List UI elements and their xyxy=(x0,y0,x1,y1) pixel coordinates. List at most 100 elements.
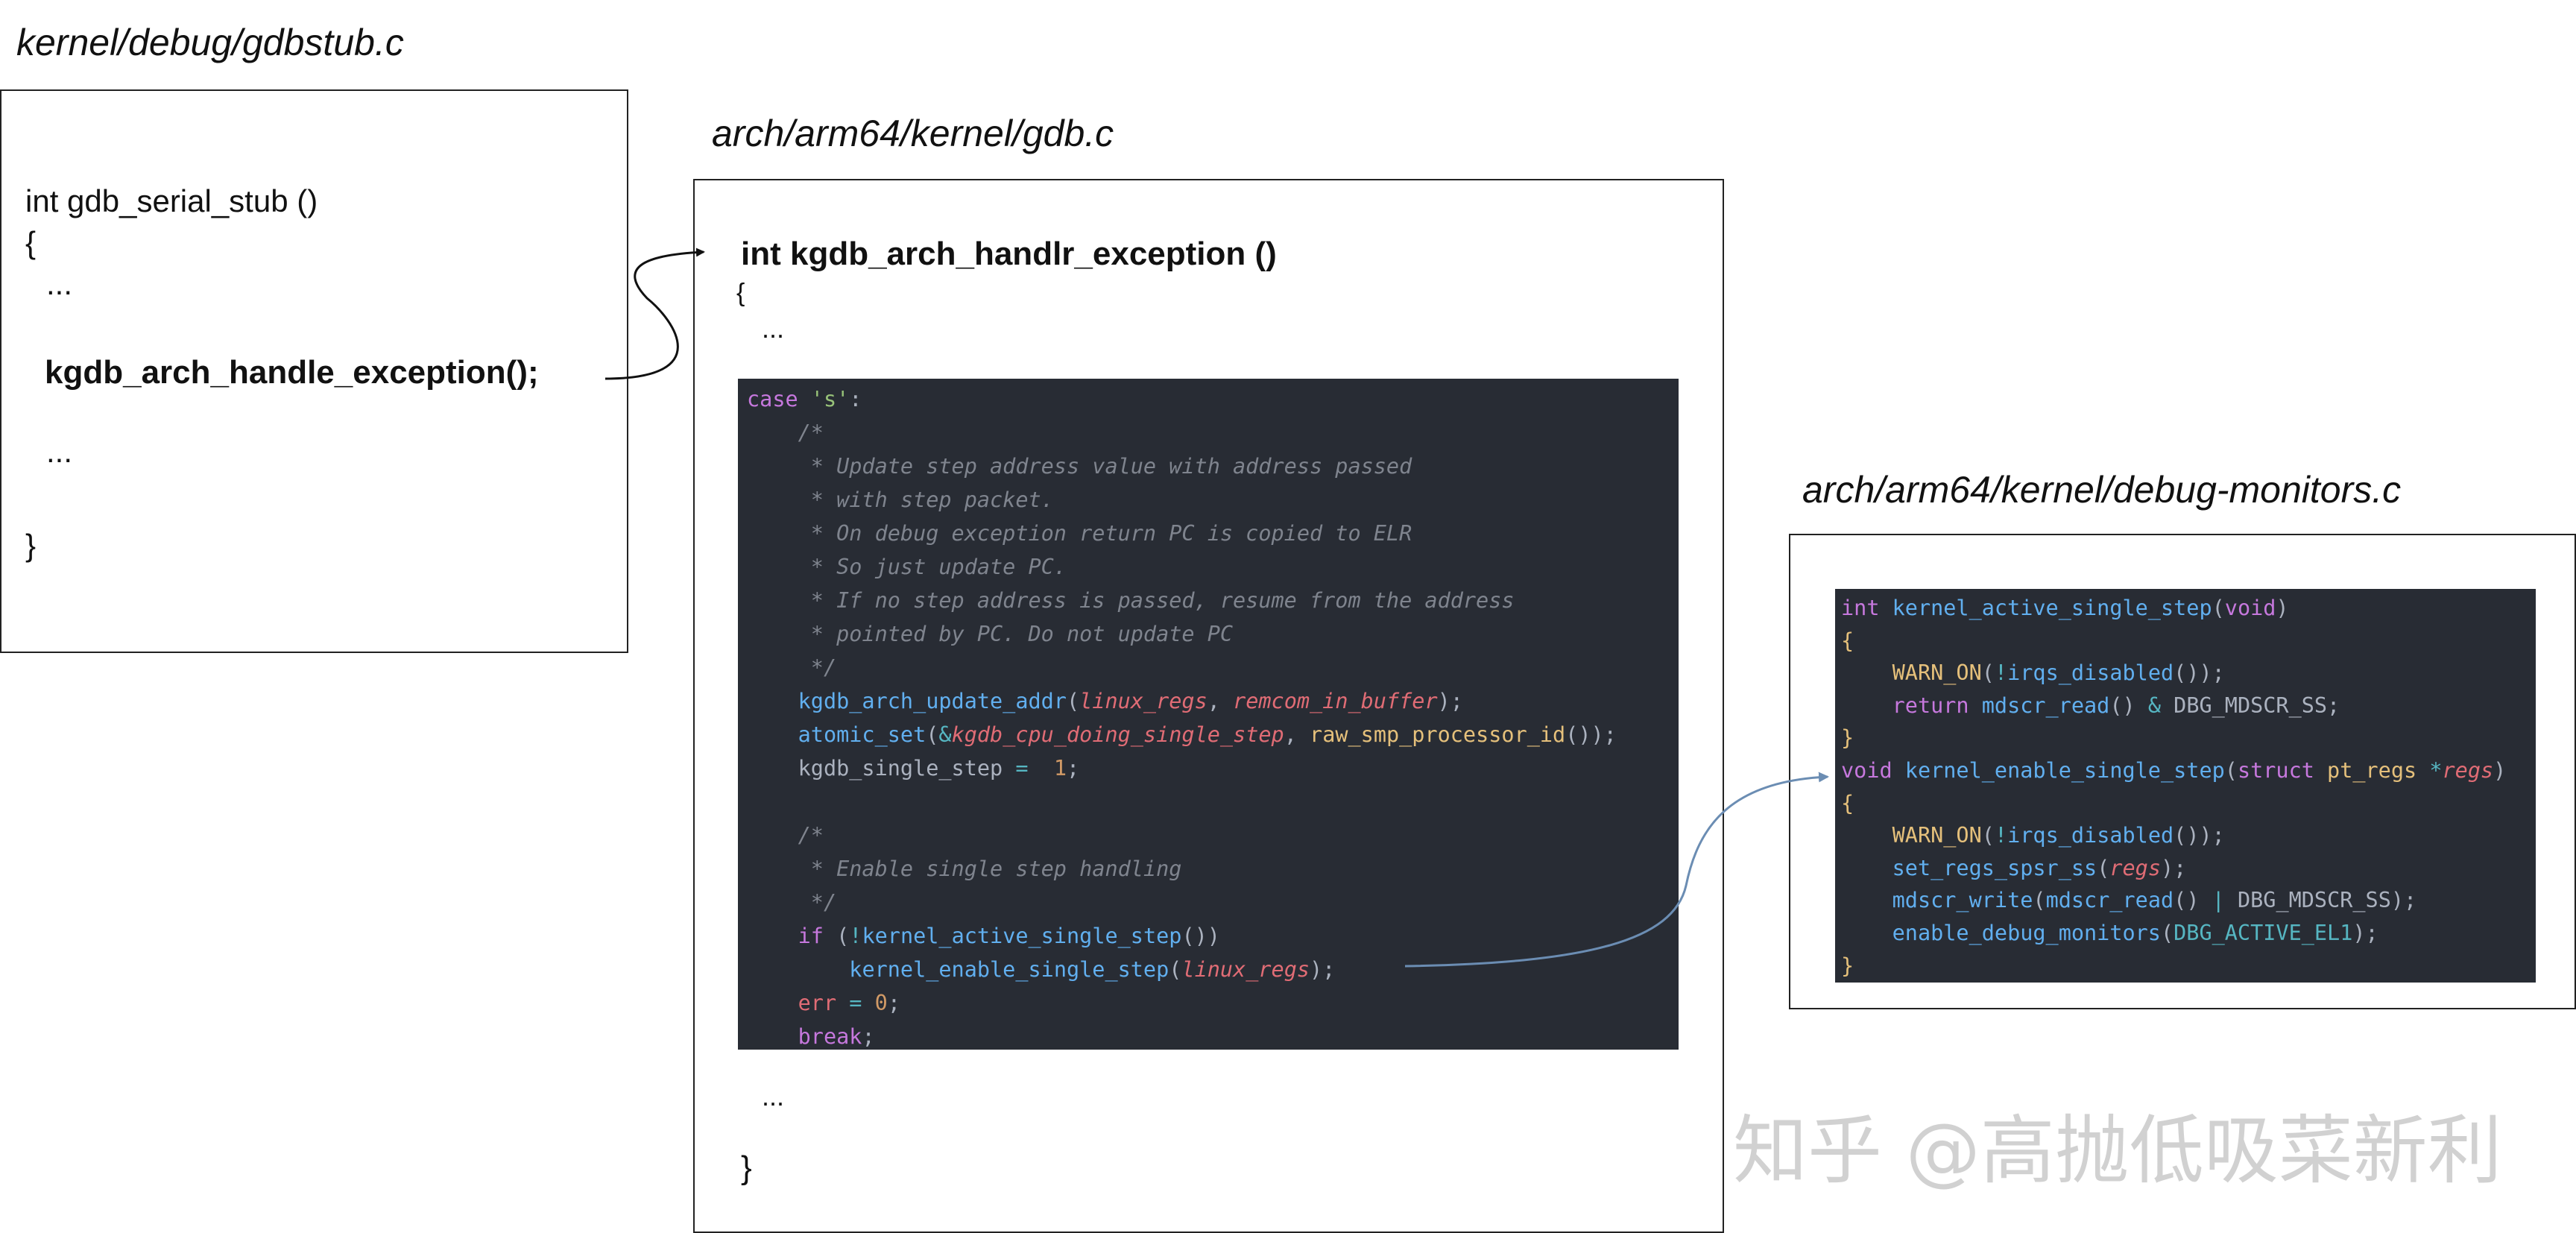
code-line: return mdscr_read() & DBG_MDSCR_SS; xyxy=(1841,693,2340,718)
code-token: ) xyxy=(2493,758,2507,783)
close-brace: } xyxy=(741,1150,752,1186)
gdb-box: int kgdb_arch_handlr_exception () { ... … xyxy=(693,179,1724,1233)
code-token: & xyxy=(938,722,952,747)
code-line: mdscr_write(mdscr_read() | DBG_MDSCR_SS)… xyxy=(1841,888,2417,913)
code-token: 1 xyxy=(1053,756,1067,781)
code-token: return xyxy=(1892,693,1982,718)
code-line: case 's': xyxy=(747,387,862,411)
code-token: WARN_ON xyxy=(1892,660,1982,686)
code-token: linux_regs xyxy=(1079,689,1208,713)
code-token: case xyxy=(747,387,811,411)
code-token: err xyxy=(798,991,837,1015)
code-token: ) xyxy=(2276,596,2289,620)
code-token: ( xyxy=(2160,921,2174,945)
code-token: irqs_disabled xyxy=(2007,823,2174,848)
code-token: } xyxy=(1841,725,1854,751)
gdb-code-block: case 's': /* * Update step address value… xyxy=(738,379,1679,1050)
code-line: } xyxy=(1841,728,1854,749)
code-line: int kernel_active_single_step(void) xyxy=(1841,596,2289,620)
code-line: * On debug exception return PC is copied… xyxy=(747,523,1412,545)
code-line: /* xyxy=(747,420,824,445)
code-line: enable_debug_monitors(DBG_ACTIVE_EL1); xyxy=(1841,921,2378,945)
arrow-to-debug-monitors xyxy=(1404,772,1829,968)
code-token: set_regs_spsr_ss xyxy=(1892,855,2097,880)
code-line: * with step packet. xyxy=(747,488,1054,512)
code-token: struct xyxy=(2237,758,2328,783)
code-line: kgdb_single_step = 1; xyxy=(747,756,1080,781)
code-token: kgdb_cpu_doing_single_step xyxy=(951,722,1284,747)
code-line: { xyxy=(1841,630,1854,652)
code-token: void xyxy=(1841,758,1905,783)
code-token: kernel_active_single_step xyxy=(862,924,1182,948)
handle-exception-call: kgdb_arch_handle_exception(); xyxy=(45,354,539,391)
code-token: : xyxy=(849,387,862,411)
code-token: DBG_ACTIVE_EL1 xyxy=(2174,921,2353,945)
code-line: WARN_ON(!irqs_disabled()); xyxy=(1841,660,2225,686)
code-token: * with step packet. xyxy=(798,488,1054,512)
code-token: /* xyxy=(798,420,824,445)
code-token: ( xyxy=(926,722,939,747)
code-token: ); xyxy=(1310,957,1336,982)
code-token: /* xyxy=(798,823,824,848)
gdb-serial-stub-signature: int gdb_serial_stub () xyxy=(25,183,318,218)
code-line: * So just update PC. xyxy=(747,555,1067,579)
ellipsis: ... xyxy=(46,266,73,301)
code-token: */ xyxy=(798,655,837,680)
code-token: ; xyxy=(1067,756,1080,781)
code-line: * Enable single step handling xyxy=(747,858,1182,880)
code-line: void kernel_enable_single_step(struct pt… xyxy=(1841,760,2506,782)
code-line: kgdb_arch_update_addr(linux_regs, remcom… xyxy=(747,689,1463,713)
code-line: * Update step address value with address… xyxy=(747,455,1412,478)
code-token: ()); xyxy=(1565,722,1617,747)
code-token: atomic_set xyxy=(798,722,926,747)
code-line: kernel_enable_single_step(linux_regs); xyxy=(747,959,1335,981)
code-token: ! xyxy=(1994,660,2008,686)
code-token: enable_debug_monitors xyxy=(1892,921,2161,945)
gdb-file-label: arch/arm64/kernel/gdb.c xyxy=(712,113,1114,154)
code-token: ()); xyxy=(2174,660,2225,686)
code-token: ( xyxy=(2212,596,2225,620)
code-token: mdscr_read xyxy=(2045,888,2174,913)
code-line: set_regs_spsr_ss(regs); xyxy=(1841,855,2187,880)
code-token: void xyxy=(2224,596,2276,620)
code-token: raw_smp_processor_id xyxy=(1310,722,1566,747)
code-token: ( xyxy=(2224,758,2238,783)
code-token: ); xyxy=(2352,921,2378,945)
code-token: 's' xyxy=(810,387,850,411)
code-line: /* xyxy=(747,823,824,848)
code-token: ! xyxy=(1994,823,2008,848)
close-brace: } xyxy=(25,528,37,563)
code-token: { xyxy=(1841,790,1854,816)
code-token: DBG_MDSCR_SS; xyxy=(2161,693,2340,718)
code-token: } xyxy=(1841,953,1854,978)
code-token: regs xyxy=(2442,758,2494,783)
code-token: = xyxy=(1015,756,1029,781)
code-line: * pointed by PC. Do not update PC xyxy=(747,623,1233,646)
code-line: */ xyxy=(747,655,837,680)
code-token: ()); xyxy=(2174,823,2225,848)
code-token: regs xyxy=(2109,855,2161,880)
ellipsis: ... xyxy=(762,313,785,344)
watermark: 知乎 @高抛低吸菜新利 xyxy=(1733,1107,2502,1194)
code-line: WARN_ON(!irqs_disabled()); xyxy=(1841,823,2225,848)
code-token: , xyxy=(1207,689,1234,713)
code-token: pt_regs xyxy=(2327,758,2430,783)
code-line: atomic_set(&kgdb_cpu_doing_single_step, … xyxy=(747,722,1617,747)
code-token: ! xyxy=(849,924,862,948)
code-token: , xyxy=(1284,722,1310,747)
code-token: kernel_active_single_step xyxy=(1892,596,2212,620)
code-token: & xyxy=(2147,693,2161,718)
code-token: * So just update PC. xyxy=(798,555,1067,579)
code-token: = xyxy=(849,991,862,1015)
code-token: * On debug exception return PC is copied… xyxy=(798,521,1412,546)
open-brace: { xyxy=(25,225,37,260)
code-token: remcom_in_buffer xyxy=(1233,689,1438,713)
code-token: ); xyxy=(1437,689,1463,713)
code-token: int xyxy=(1841,596,1892,620)
code-token: mdscr_write xyxy=(1892,888,2033,913)
code-token: ()) xyxy=(1181,924,1220,948)
code-token: ( xyxy=(1066,689,1080,713)
code-token: 0 xyxy=(874,991,888,1015)
code-token: ( xyxy=(2097,855,2110,880)
